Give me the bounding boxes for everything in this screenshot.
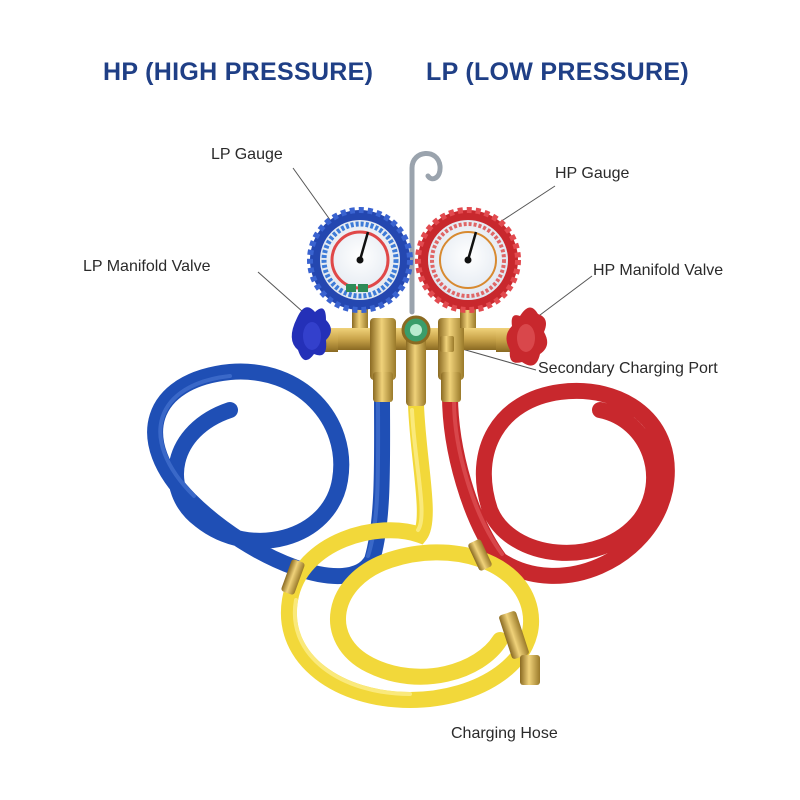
manifold-body xyxy=(330,315,502,406)
hanging-hook-icon xyxy=(409,151,443,315)
hp-gauge-label: HP Gauge xyxy=(555,165,630,182)
hp-valve-knob-icon xyxy=(496,307,548,366)
charging-hose xyxy=(280,397,540,709)
hp-manifold-valve-label: HP Manifold Valve xyxy=(593,262,724,279)
hp-gauge-icon xyxy=(415,207,521,328)
hp-gauge-leader xyxy=(496,185,556,225)
secondary-charging-port xyxy=(440,336,454,352)
hose-end-fittings xyxy=(281,539,540,685)
hp-valve-leader xyxy=(535,275,593,319)
charging-hose-label: Charging Hose xyxy=(451,725,558,742)
lp-valve-knob-icon xyxy=(291,307,338,361)
hp-heading: HP (HIGH PRESSURE) xyxy=(103,58,374,86)
lp-gauge-icon xyxy=(307,207,413,328)
lp-gauge-leader xyxy=(292,167,334,225)
lp-valve-leader xyxy=(257,271,304,313)
lp-heading: LP (LOW PRESSURE) xyxy=(426,58,689,86)
secondary-charging-port-label: Secondary Charging Port xyxy=(538,360,718,377)
lp-manifold-valve-label: LP Manifold Valve xyxy=(83,258,211,275)
lp-gauge-label: LP Gauge xyxy=(211,146,283,163)
